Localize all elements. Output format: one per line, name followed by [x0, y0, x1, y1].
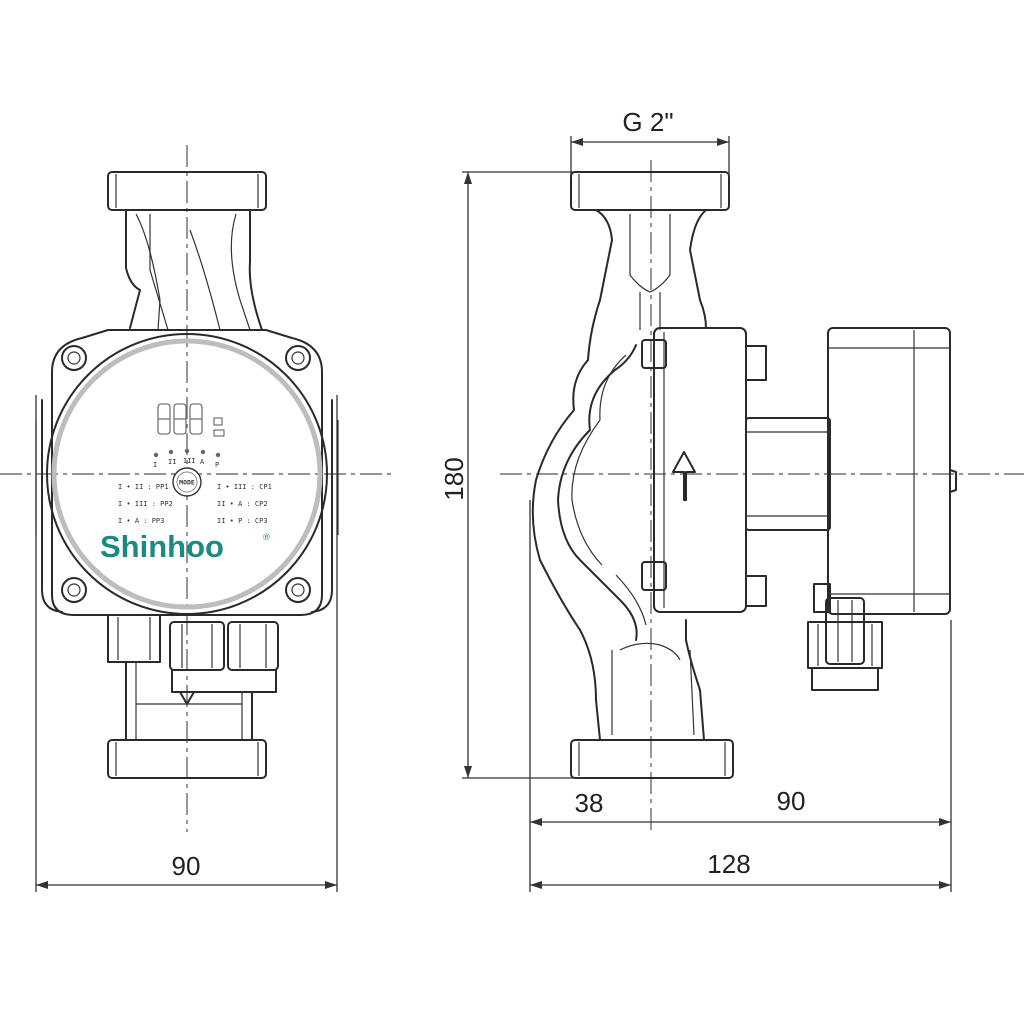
front-width-label: 90: [172, 851, 201, 881]
front-screw-top-right: [285, 345, 311, 371]
front-bottom-flange: [107, 739, 267, 779]
front-pump-housing: [35, 329, 339, 616]
front-screw-bottom-right: [285, 577, 311, 603]
mode-legend-left: I • II : PP1 I • III : PP2 I • A : PP3: [118, 483, 173, 525]
height-label: 180: [439, 457, 469, 500]
mode-legend-left-2: I • III : PP2: [118, 500, 173, 508]
brand-mark: ®: [262, 533, 271, 543]
length-dimensions: 38 90 128: [529, 500, 952, 892]
front-width-dimension: 90: [35, 395, 338, 892]
brand-name: Shinhoo: [100, 529, 224, 564]
side-motor-flange: [641, 327, 747, 613]
mode-button-label: MODE: [179, 479, 195, 487]
port-thread-label: G 2": [622, 107, 673, 137]
brand-logo: Shinhoo ®: [100, 529, 271, 564]
port-thread-dimension: G 2": [570, 107, 730, 180]
flow-direction-arrow: [672, 451, 696, 501]
front-lower-body: [107, 614, 279, 741]
side-view: G 2" 180 38 90 128: [439, 107, 1024, 892]
mode-legend-right-1: I • III : CP1: [217, 483, 272, 491]
mode-legend-left-3: I • A : PP3: [118, 517, 164, 525]
motor-length-label: 90: [777, 786, 806, 816]
indicator-label-5: P: [215, 461, 219, 469]
side-bottom-flange: [570, 739, 734, 779]
mode-legend-left-1: I • II : PP1: [118, 483, 169, 491]
side-motor-body: [745, 327, 957, 615]
front-control-dial: I II III A P MODE I • II : PP1 I • III :…: [46, 333, 328, 615]
indicator-label-4: A: [200, 458, 205, 466]
front-screw-top-left: [61, 345, 87, 371]
mode-legend-right: I • III : CP1 II • A : CP2 II • P : CP3: [217, 483, 272, 525]
mode-button[interactable]: MODE: [172, 467, 202, 497]
side-cable-connector: [807, 583, 883, 691]
unit-icons: [213, 417, 225, 437]
mode-legend-right-2: II • A : CP2: [217, 500, 268, 508]
side-volute: [531, 344, 705, 741]
seven-segment-display: [157, 403, 203, 435]
front-top-flange: [107, 171, 267, 331]
overall-length-label: 128: [707, 849, 750, 879]
dial-ring: [51, 338, 323, 610]
inlet-offset-label: 38: [575, 788, 604, 818]
indicator-leds: [153, 448, 221, 458]
cable-gland: [169, 621, 279, 705]
indicator-label-3: III: [183, 457, 196, 465]
front-view: I II III A P MODE I • II : PP1 I • III :…: [0, 145, 395, 892]
indicator-label-1: I: [153, 461, 157, 469]
height-dimension: 180: [439, 171, 580, 779]
side-top-flange: [570, 171, 730, 361]
mode-legend-right-3: II • P : CP3: [217, 517, 268, 525]
indicator-labels: I II III A P: [153, 457, 219, 469]
front-screw-bottom-left: [61, 577, 87, 603]
indicator-label-2: II: [168, 458, 176, 466]
